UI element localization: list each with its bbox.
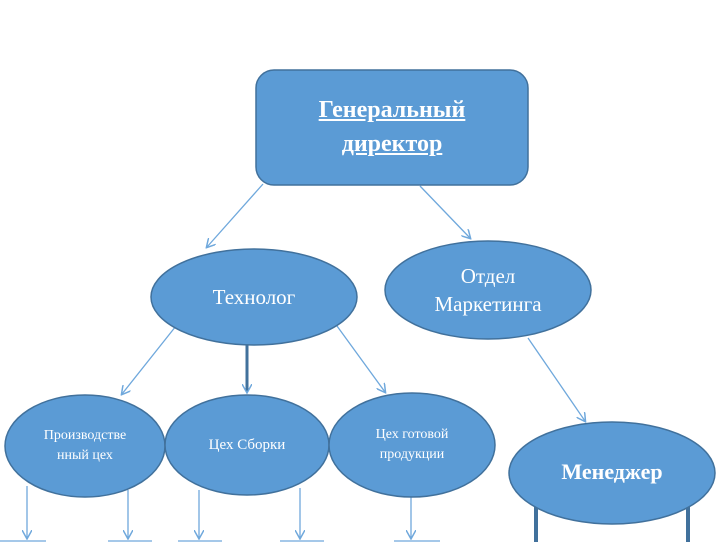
manager-label: Менеджер: [561, 459, 663, 484]
bottom-arrows: [0, 486, 440, 542]
marketing-label: Отдел Маркетинга: [434, 263, 542, 316]
edge-technologist-finished: [336, 325, 385, 392]
edge-director-marketing: [419, 185, 470, 238]
finished-goods-shop-label: Цех готовой продукции: [375, 426, 449, 462]
technologist-label: Технолог: [212, 284, 296, 309]
node-finished-goods-shop: [328, 392, 496, 498]
node-technologist: [150, 248, 358, 346]
edge-director-technologist: [207, 183, 264, 247]
node-manager: [508, 421, 716, 525]
node-marketing: [384, 240, 592, 340]
edge-marketing-manager: [527, 337, 585, 421]
manager-legs: [534, 505, 690, 542]
edge-technologist-production: [122, 325, 177, 394]
production-shop-label: Производстве нный цех: [43, 427, 127, 463]
director-label: Генеральный директор: [318, 97, 466, 157]
assembly-shop-label: Цех Сборки: [208, 436, 286, 453]
node-director: [255, 69, 529, 186]
